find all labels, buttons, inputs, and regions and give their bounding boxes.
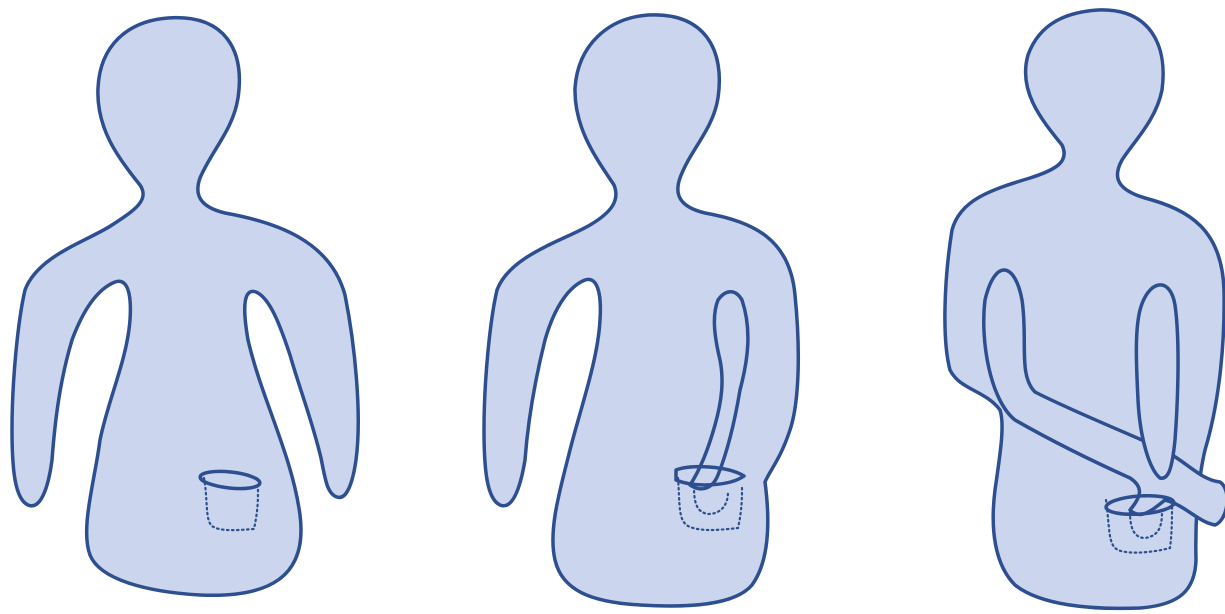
figure-2-silhouette (484, 15, 798, 606)
figure-2 (484, 15, 798, 606)
figure-1 (12, 18, 358, 596)
figure-1-silhouette (12, 18, 358, 596)
figure-3 (945, 10, 1225, 608)
